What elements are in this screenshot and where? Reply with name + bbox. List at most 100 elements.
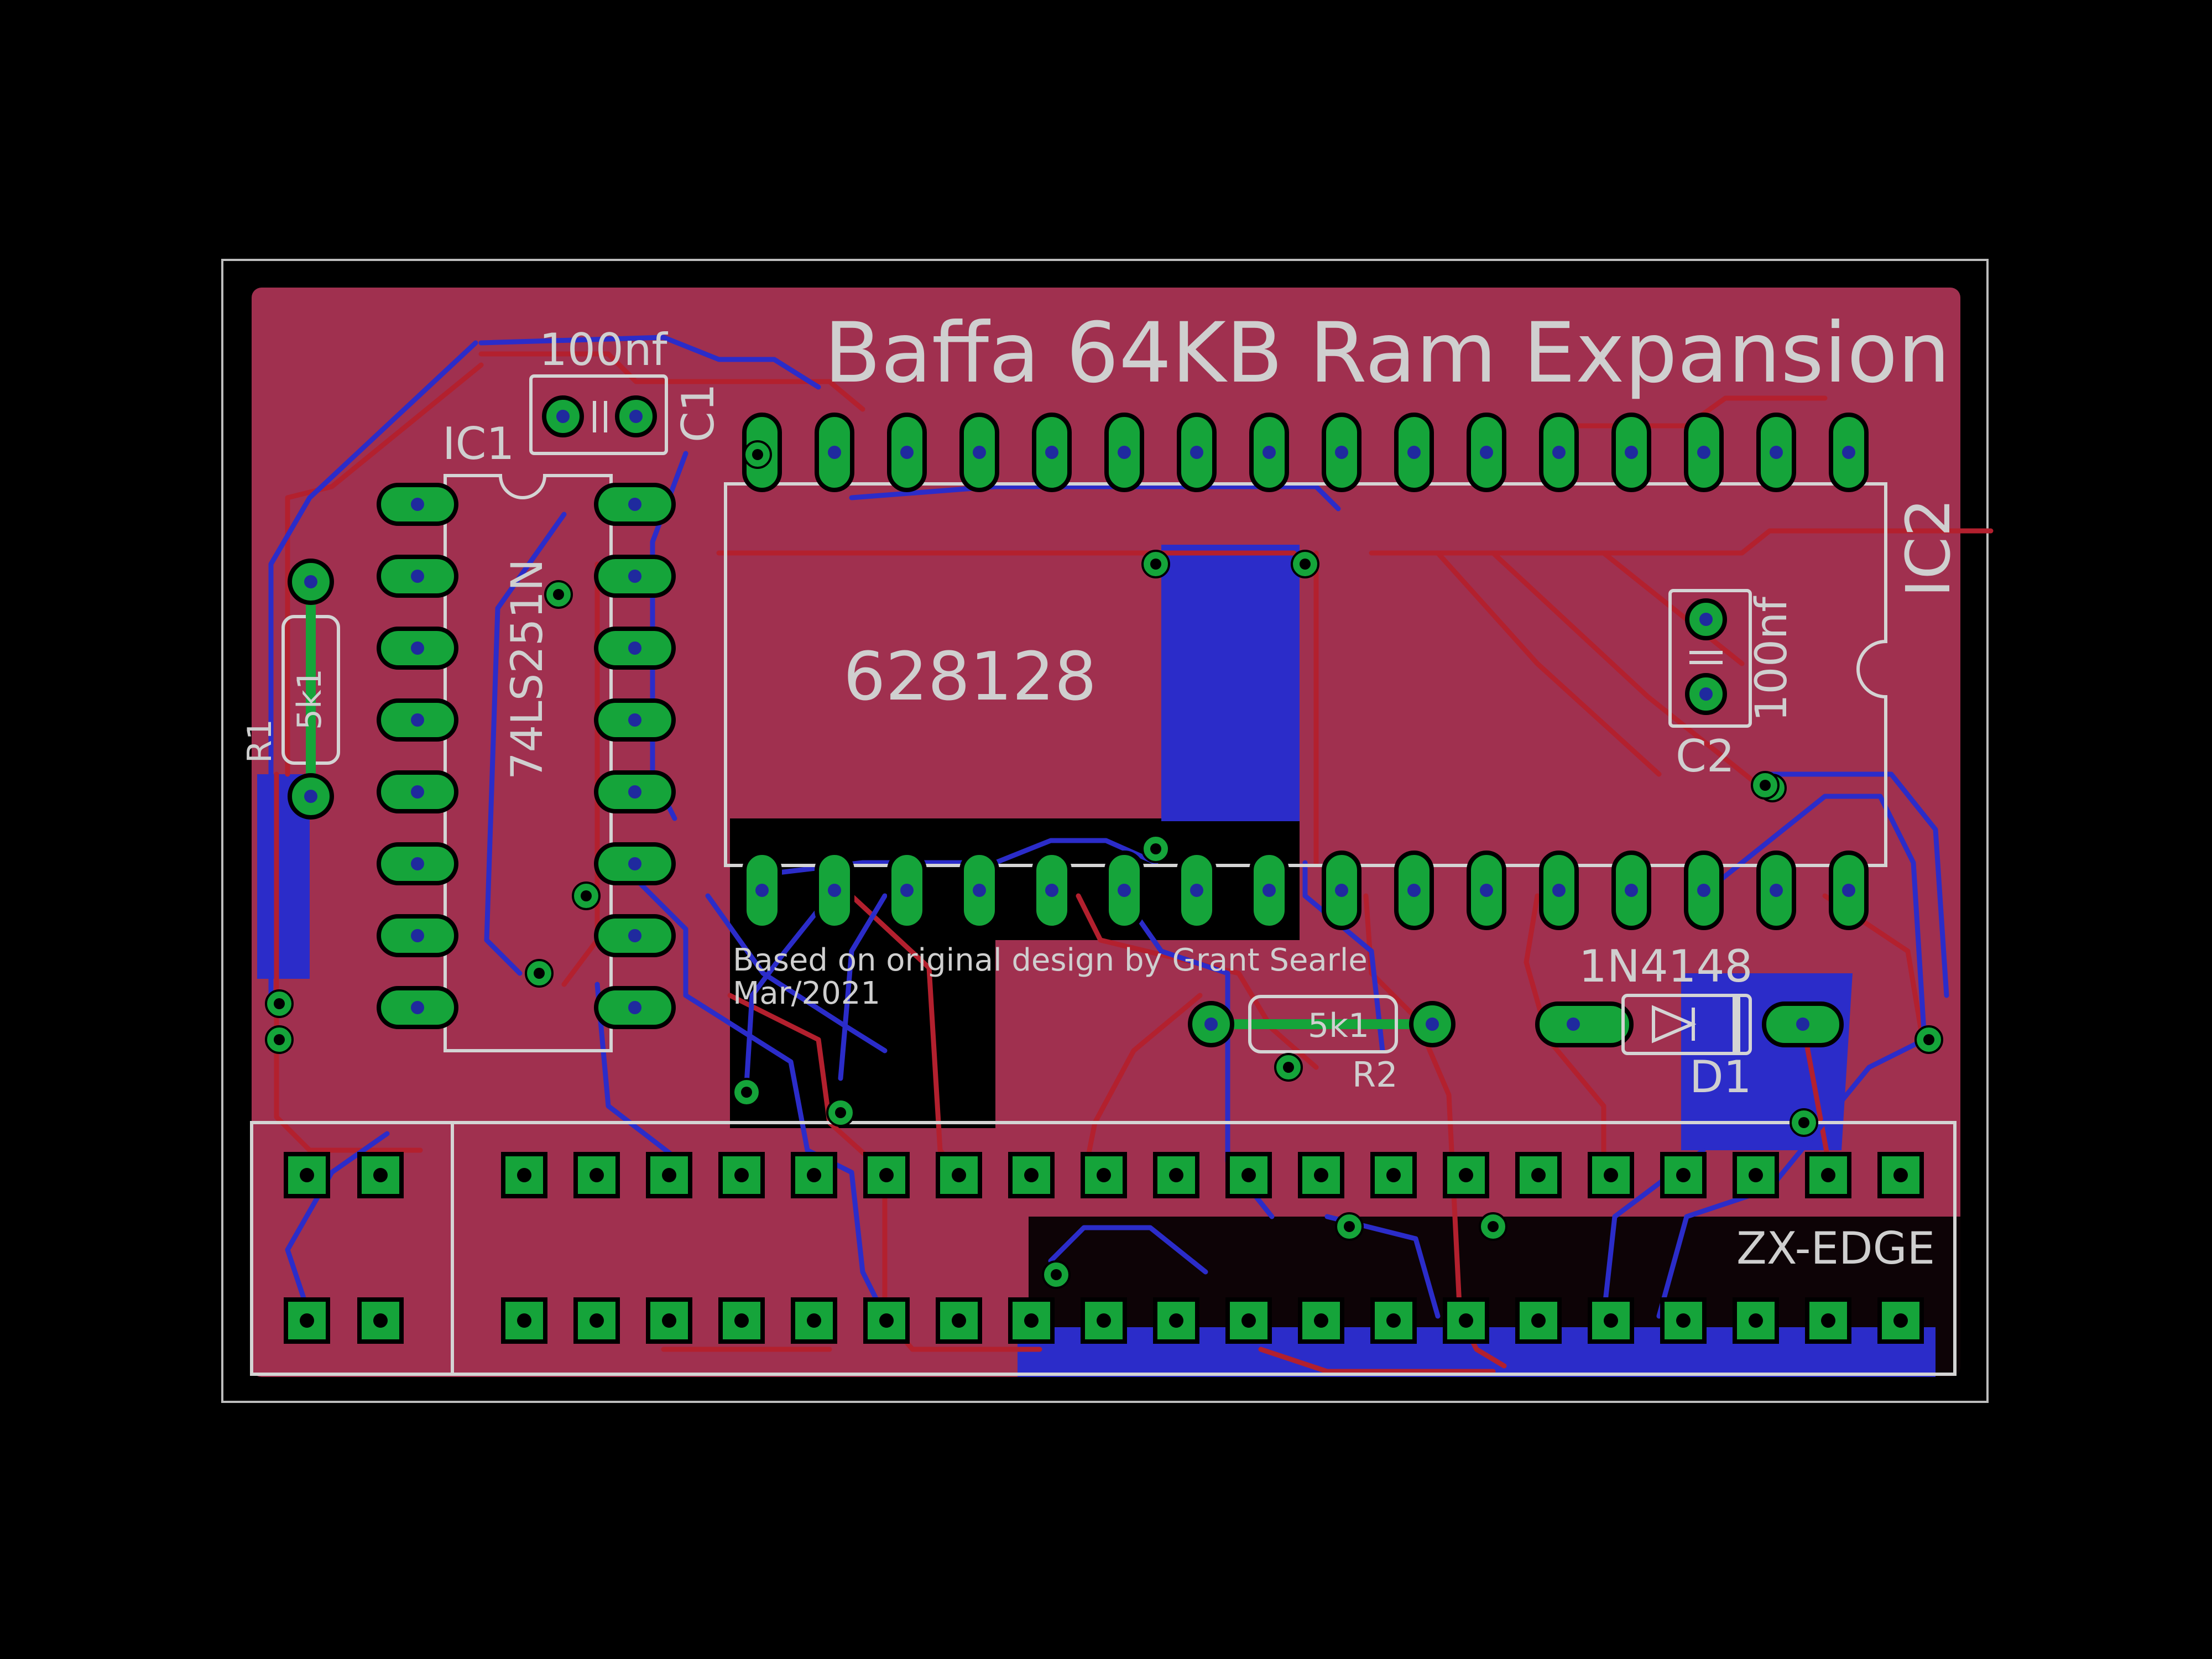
edge-connector-pad <box>284 1297 330 1344</box>
edge-connector-pad <box>1298 1297 1344 1344</box>
ic2-pin-pad <box>742 851 782 930</box>
ic1-ref: IC1 <box>442 418 514 469</box>
ic2-628128: 628128 IC2 <box>724 413 1964 930</box>
ic2-pin-pad <box>1249 851 1289 930</box>
via <box>544 580 573 609</box>
edge-connector-pad <box>1515 1152 1562 1198</box>
r1-value: 5k1 <box>290 669 329 730</box>
ic1-pin-pad <box>377 483 458 526</box>
zx-edge-label: ZX-EDGE <box>1736 1223 1935 1274</box>
ic1-pin-pad <box>377 555 458 598</box>
edge-connector-pad <box>646 1152 692 1198</box>
board-title: Baffa 64KB Ram Expansion <box>824 305 1950 401</box>
c1-ref: C1 <box>672 383 724 442</box>
diode-d1: 1N4148 D1 <box>1535 941 1844 1103</box>
edge-connector-pad <box>791 1297 837 1344</box>
edge-connector-pad <box>1225 1297 1272 1344</box>
ic1-pin-pad <box>594 483 676 526</box>
edge-connector-pad <box>1081 1152 1127 1198</box>
ic2-pin-pad <box>1756 851 1796 930</box>
via <box>826 1098 855 1127</box>
edge-connector-pad <box>936 1152 982 1198</box>
edge-connector-pad <box>718 1297 765 1344</box>
edge-connector-pad <box>501 1152 547 1198</box>
edge-connector-pad <box>1588 1152 1634 1198</box>
edge-connector-pad <box>1733 1297 1779 1344</box>
ic1-pin-pad <box>594 986 676 1029</box>
via <box>1042 1260 1071 1289</box>
capacitor-c2: 100nf C2 <box>1668 589 1797 782</box>
via <box>265 1025 294 1054</box>
via <box>743 440 772 469</box>
board-outline <box>221 259 1989 1403</box>
edge-connector-pad <box>1660 1297 1707 1344</box>
edge-connector-pad <box>1153 1152 1199 1198</box>
via <box>572 881 601 910</box>
via <box>265 989 294 1018</box>
edge-connector-pad <box>573 1152 620 1198</box>
credit-line-1: Based on original design by Grant Searle <box>733 942 1368 978</box>
credit-line-2: Mar/2021 <box>733 975 880 1011</box>
edge-connector-pad <box>791 1152 837 1198</box>
ic1-pin-pad <box>377 842 458 885</box>
ic2-part-number: 628128 <box>843 639 1097 716</box>
edge-connector-pad <box>646 1297 692 1344</box>
edge-connector-pad <box>863 1297 910 1344</box>
ic2-pin-pad <box>1177 413 1217 492</box>
edge-connector-pad <box>357 1297 404 1344</box>
ic2-pin-pad <box>1539 851 1579 930</box>
c1-value: 100nf <box>539 324 668 375</box>
edge-connector-pad <box>1877 1152 1924 1198</box>
ic2-pin-pad <box>1467 413 1506 492</box>
ic1-pin-pad <box>594 914 676 957</box>
copper-void-area <box>730 818 1300 1128</box>
edge-connector-pad <box>718 1152 765 1198</box>
ic2-pin-pad <box>1539 413 1579 492</box>
ic1-pin-pad <box>594 770 676 813</box>
d1-part-number: 1N4148 <box>1579 941 1752 992</box>
ic1-pin-pad <box>594 842 676 885</box>
resistor-r2: 5k1 R2 <box>1188 995 1455 1095</box>
via <box>1335 1212 1364 1241</box>
c2-value: 100nf <box>1747 596 1797 722</box>
ic1-pin-pad <box>377 986 458 1029</box>
resistor-r1: 5k1 R1 <box>241 559 340 820</box>
via <box>1274 1053 1303 1082</box>
edge-connector-pad <box>573 1297 620 1344</box>
ic2-ref: IC2 <box>1893 498 1964 597</box>
edge-connector-pad <box>501 1297 547 1344</box>
via <box>1141 550 1170 578</box>
ic2-pin-pad <box>959 851 999 930</box>
ic2-pin-pad <box>1249 413 1289 492</box>
ic2-pin-pad <box>1322 413 1361 492</box>
via <box>1914 1025 1943 1054</box>
edge-connector-pad <box>1588 1297 1634 1344</box>
edge-connector-pad <box>1805 1152 1851 1198</box>
vias <box>265 440 1943 1289</box>
ic2-pin-pad <box>887 851 927 930</box>
edge-connector-pad <box>284 1152 330 1198</box>
edge-connector-pad <box>1733 1152 1779 1198</box>
edge-connector-pad <box>1008 1152 1055 1198</box>
ic1-pin-pad <box>377 698 458 742</box>
ic2-pin-pad <box>1032 851 1072 930</box>
via <box>1291 550 1319 578</box>
ic2-pin-pad <box>1611 413 1651 492</box>
via <box>1141 834 1170 863</box>
edge-connector-pad <box>1298 1152 1344 1198</box>
edge-connector-pad <box>1081 1297 1127 1344</box>
ic2-pin-pad <box>1467 851 1506 930</box>
ic1-74ls251n: IC1 74LS251N <box>377 418 676 1052</box>
ic2-pin-pad <box>1829 413 1869 492</box>
via <box>1479 1212 1507 1241</box>
d1-ref: D1 <box>1689 1051 1752 1103</box>
ic2-pin-pad <box>1684 413 1724 492</box>
ic2-pin-pad <box>1611 851 1651 930</box>
bottom-copper-fill <box>1161 545 1300 821</box>
ic2-pin-pad <box>1104 851 1144 930</box>
edge-connector-pad <box>1515 1297 1562 1344</box>
ic1-part-number: 74LS251N <box>503 559 552 780</box>
edge-connector-pad <box>1370 1152 1417 1198</box>
edge-connector-pad <box>1877 1297 1924 1344</box>
